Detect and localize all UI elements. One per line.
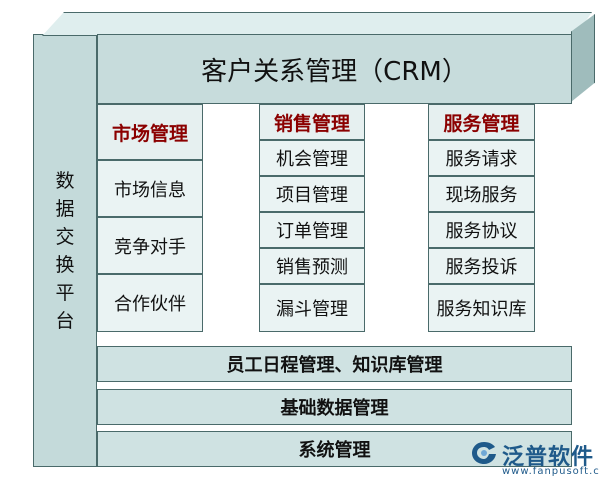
column-sales-item-label: 机会管理: [276, 149, 348, 170]
column-sales-item: 订单管理: [259, 212, 365, 248]
column-service-item: 现场服务: [428, 176, 535, 212]
fanpu-logo-icon: [472, 442, 496, 464]
column-market-title: 市场管理: [111, 122, 188, 145]
column-service-title: 服务管理: [443, 112, 520, 135]
column-service-item: 服务投诉: [428, 248, 535, 284]
header-top-face: [42, 12, 592, 36]
crm-title: 客户关系管理（CRM）: [201, 56, 468, 87]
column-sales-item: 项目管理: [259, 176, 365, 212]
column-sales-item: 机会管理: [259, 140, 365, 176]
column-market-item: 市场信息: [97, 160, 203, 217]
column-market-item-label: 市场信息: [114, 179, 186, 201]
column-service-item: 服务请求: [428, 140, 535, 176]
column-sales-item-label: 销售预测: [276, 257, 348, 278]
column-market-item: 竞争对手: [97, 217, 203, 274]
column-sales-item: 漏斗管理: [259, 284, 365, 332]
column-service-item-label: 服务知识库: [436, 299, 527, 320]
column-market-header: 市场管理: [97, 104, 203, 160]
column-sales-item-label: 项目管理: [276, 185, 348, 206]
column-market-item-label: 竞争对手: [114, 236, 186, 258]
band-base-data: 基础数据管理: [97, 389, 572, 425]
band-schedule-knowledge-label: 员工日程管理、知识库管理: [226, 355, 443, 376]
column-service-header: 服务管理: [428, 104, 535, 140]
column-service-item-label: 现场服务: [445, 185, 518, 206]
crm-header: 客户关系管理（CRM）: [97, 34, 572, 104]
column-service-item-label: 服务请求: [445, 149, 518, 170]
column-market-item-label: 合作伙伴: [114, 294, 186, 315]
fanpu-logo-name: 泛普软件: [502, 445, 595, 470]
band-base-data-label: 基础数据管理: [280, 398, 389, 419]
column-sales-item-label: 订单管理: [276, 221, 348, 242]
column-sales-item: 销售预测: [259, 248, 365, 284]
column-sales-header: 销售管理: [259, 104, 365, 140]
band-system-label: 系统管理: [298, 440, 371, 461]
band-system: 系统管理: [97, 431, 572, 467]
column-service-item: 服务知识库: [428, 284, 535, 332]
band-schedule-knowledge: 员工日程管理、知识库管理: [97, 346, 572, 382]
data-exchange-platform-label: 数据交换平台: [55, 169, 75, 332]
column-service-item-label: 服务协议: [445, 221, 518, 242]
fanpu-logo-url: www.fanpusoft.com: [502, 466, 600, 477]
column-sales-item-label: 漏斗管理: [276, 299, 348, 320]
column-service-item-label: 服务投诉: [445, 257, 518, 278]
column-market-item: 合作伙伴: [97, 274, 203, 332]
data-exchange-platform: 数据交换平台: [33, 34, 97, 467]
fanpu-logo: 泛普软件 www.fanpusoft.com: [466, 436, 600, 480]
column-service-item: 服务协议: [428, 212, 535, 248]
column-sales-title: 销售管理: [273, 112, 350, 135]
